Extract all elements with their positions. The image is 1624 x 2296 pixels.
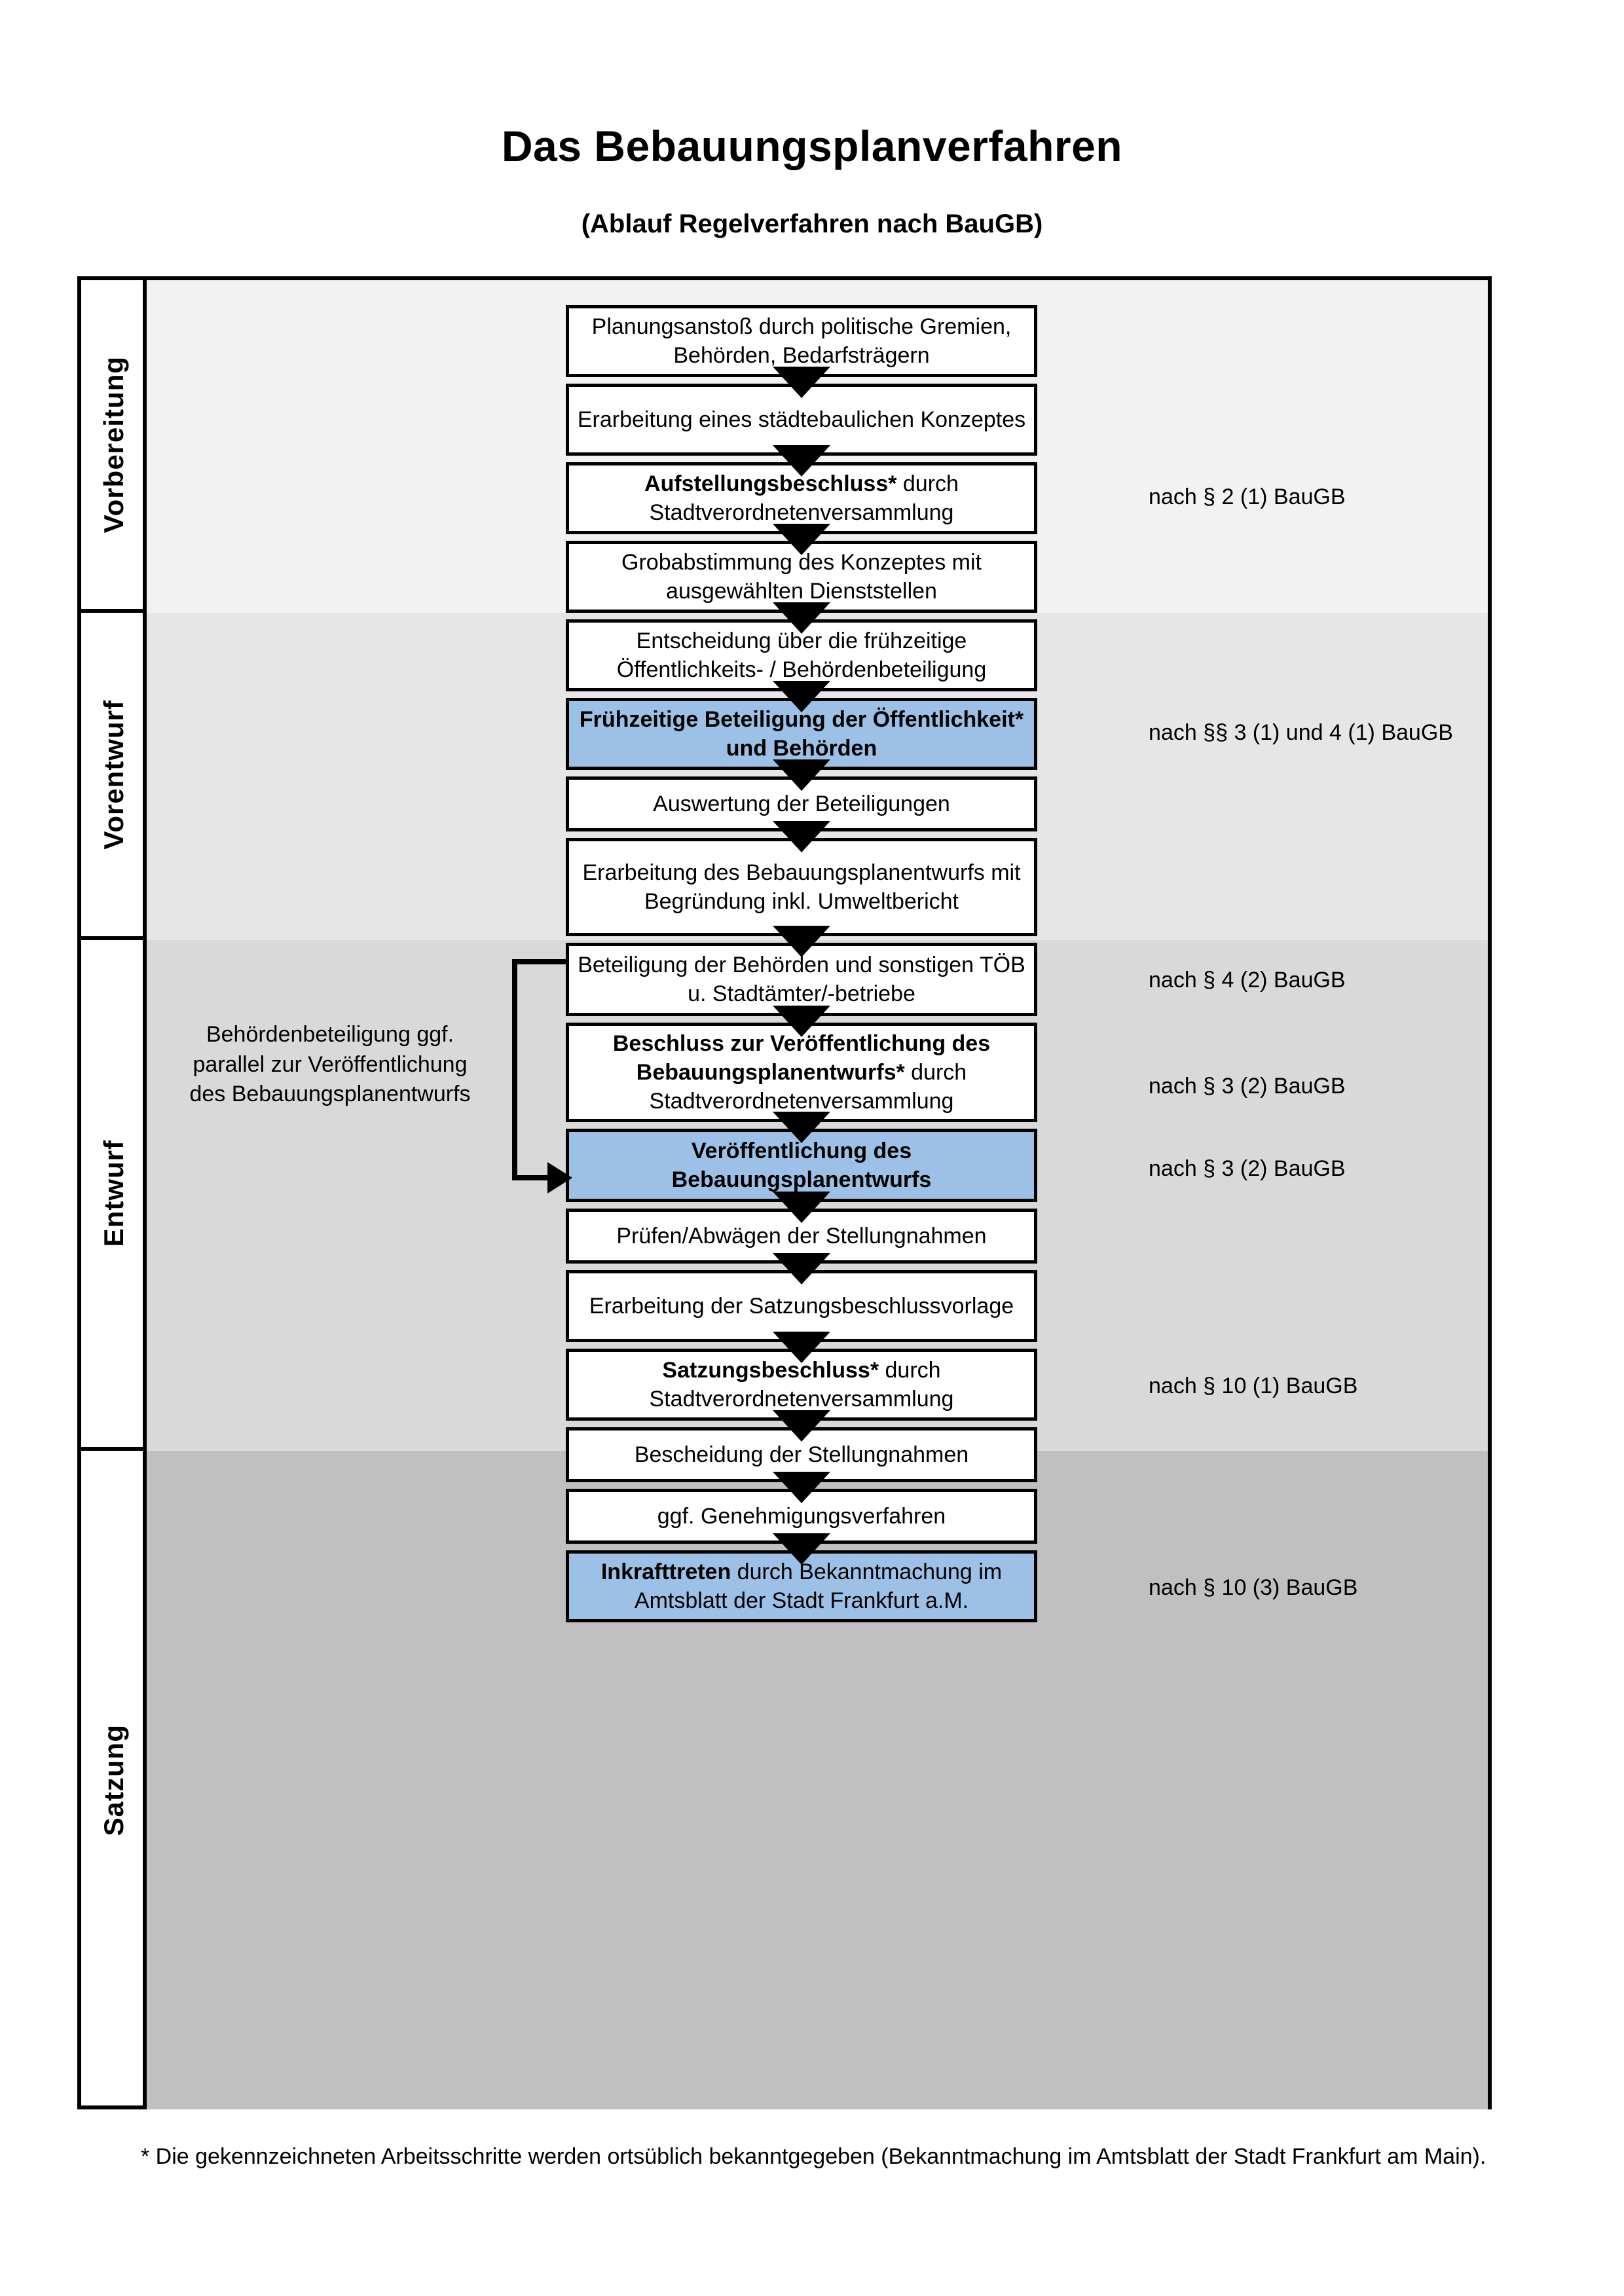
step-text: durch Stadtverordnetenversammlung: [649, 1059, 967, 1114]
arrow-down-s12-s13: [773, 1253, 830, 1285]
flow-step-s1: Planungsanstoß durch politische Gremien,…: [566, 305, 1037, 377]
arrow-down-s14-s15: [773, 1410, 830, 1442]
step-text: durch Stadtverordnetenversammlung: [649, 1357, 954, 1412]
arrow-down-s5-s6: [773, 681, 830, 712]
sidebar-item-entwurf: Entwurf: [81, 940, 147, 1451]
arrow-down-s4-s5: [773, 602, 830, 634]
phase-sidebar: Vorbereitung Vorentwurf Entwurf Satzung: [81, 280, 147, 2105]
arrow-down-s2-s3: [773, 445, 830, 477]
sidebar-item-label: Vorbereitung: [98, 355, 129, 534]
step-text: Auswertung der Beteiligungen: [653, 791, 950, 816]
sidebar-item-vorbereitung: Vorbereitung: [81, 280, 147, 613]
reference-r3: nach § 4 (2) BauGB: [1149, 968, 1346, 993]
arrow-down-s9-s10: [773, 1006, 830, 1037]
arrow-down-s8-s9: [773, 926, 830, 957]
sidebar-item-vorentwurf: Vorentwurf: [81, 613, 147, 940]
reference-r7: nach § 10 (3) BauGB: [1149, 1575, 1358, 1600]
page-subtitle: (Ablauf Regelverfahren nach BauGB): [581, 210, 1043, 238]
page-title: Das Bebauungsplanverfahren: [501, 122, 1123, 170]
step-text: Grobabstimmung des Konzeptes mit ausgewä…: [621, 549, 982, 604]
arrow-down-s3-s4: [773, 524, 830, 555]
loopback-arrowhead-icon: [547, 1162, 572, 1194]
arrow-down-s16-s17: [773, 1533, 830, 1565]
footnote-text: * Die gekennzeichneten Arbeitsschritte w…: [141, 2144, 1486, 2169]
step-bold: Inkrafttreten: [600, 1559, 731, 1584]
step-text: durch Stadtverordnetenversammlung: [649, 471, 959, 525]
arrow-down-s7-s8: [773, 821, 830, 852]
loopback-vertical-segment: [512, 959, 517, 1180]
arrow-down-s10-s11: [773, 1112, 830, 1143]
step-bold: Satzungsbeschluss*: [662, 1357, 879, 1383]
step-text: Prüfen/Abwägen der Stellungnahmen: [616, 1223, 987, 1248]
step-bold: Aufstellungsbeschluss*: [644, 471, 897, 496]
step-text: durch Bekanntmachung im Amtsblatt der St…: [634, 1559, 1003, 1613]
step-bold: Veröffentlichung des Bebauungsplanentwur…: [671, 1138, 932, 1192]
sidebar-item-label: Entwurf: [98, 1140, 129, 1247]
step-text: Erarbeitung eines städtebaulichen Konzep…: [577, 407, 1026, 432]
arrow-down-s6-s7: [773, 759, 830, 791]
sidebar-item-label: Satzung: [98, 1724, 129, 1836]
reference-r2: nach §§ 3 (1) und 4 (1) BauGB: [1149, 720, 1453, 745]
step-text: Erarbeitung des Bebauungsplanentwurfs mi…: [582, 860, 1021, 914]
sidebar-item-satzung: Satzung: [81, 1451, 147, 2109]
side-note-behoerdenbeteiligung: Behördenbeteiligung ggf. parallel zur Ve…: [189, 1022, 471, 1107]
reference-r6: nach § 10 (1) BauGB: [1149, 1374, 1358, 1398]
step-text: Erarbeitung der Satzungsbeschlussvorlage: [589, 1293, 1014, 1319]
loopback-top-segment: [512, 959, 568, 964]
step-text: Planungsanstoß durch politische Gremien,…: [591, 314, 1012, 368]
sidebar-item-label: Vorentwurf: [98, 699, 129, 850]
step-text: Entscheidung über die frühzeitige Öffent…: [616, 628, 987, 682]
flow-step-s10: Beschluss zur Veröffentlichung des Bebau…: [566, 1023, 1037, 1122]
flowchart-frame: Vorbereitung Vorentwurf Entwurf Satzung …: [77, 276, 1492, 2109]
reference-r1: nach § 2 (1) BauGB: [1149, 484, 1346, 509]
step-bold: Frühzeitige Beteiligung der Öffentlichke…: [579, 706, 1024, 761]
reference-r5: nach § 3 (2) BauGB: [1149, 1156, 1346, 1181]
arrow-down-s13-s14: [773, 1332, 830, 1363]
step-text: ggf. Genehmigungsverfahren: [657, 1503, 946, 1529]
arrow-down-s11-s12: [773, 1192, 830, 1223]
reference-r4: nach § 3 (2) BauGB: [1149, 1074, 1346, 1099]
step-text: Beteiligung der Behörden und sonstigen T…: [578, 952, 1025, 1006]
arrow-down-s1-s2: [773, 367, 830, 398]
flow-step-s8: Erarbeitung des Bebauungsplanentwurfs mi…: [566, 838, 1037, 936]
step-text: Bescheidung der Stellungnahmen: [634, 1442, 969, 1467]
loopback-bottom-segment: [512, 1175, 553, 1180]
arrow-down-s15-s16: [773, 1472, 830, 1503]
